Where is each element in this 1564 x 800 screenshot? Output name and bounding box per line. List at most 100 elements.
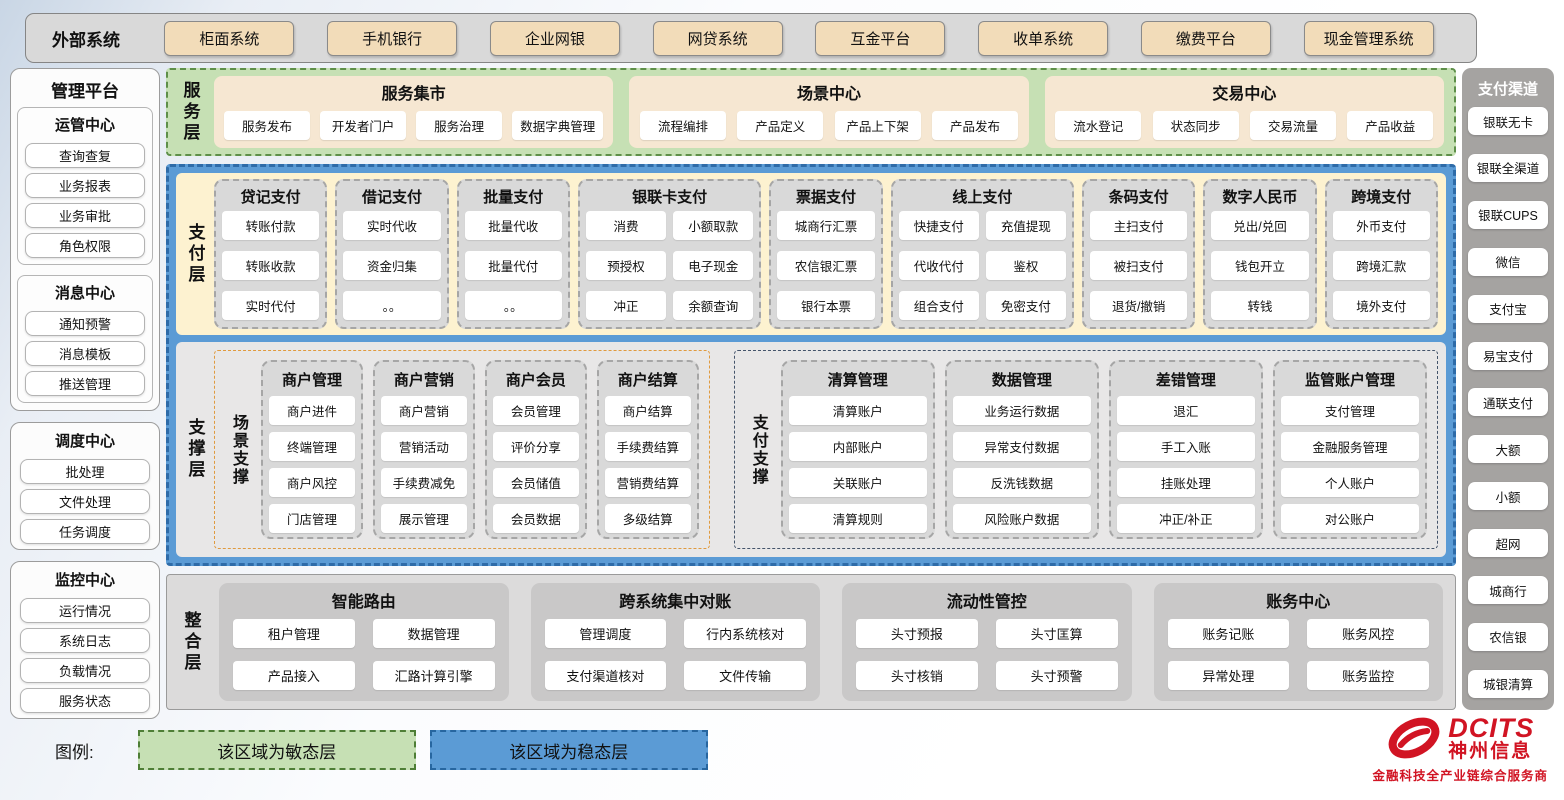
support-column-title: 商户管理 (281, 372, 342, 389)
support-item: 挂账处理 (1116, 468, 1255, 497)
service-item: 产品收益 (1347, 110, 1434, 140)
service-item: 流程编排 (639, 110, 726, 140)
sidebar-item: 文件处理 (20, 489, 150, 514)
support-item: 手续费结算 (604, 432, 691, 461)
payment-item: 消费 (585, 211, 667, 240)
support-column-items: 商户结算手续费结算营销费结算多级结算 (604, 396, 691, 533)
support-column-items: 会员管理评价分享会员储值会员数据 (492, 396, 579, 533)
support-item: 冲正/补正 (1116, 504, 1255, 533)
integration-groups: 智能路由租户管理数据管理产品接入汇路计算引擎跨系统集中对账管理调度行内系统核对支… (219, 583, 1443, 701)
payment-column: 跨境支付外币支付跨境汇款境外支付 (1324, 179, 1438, 329)
payment-item: 快捷支付 (898, 211, 979, 240)
payment-channel-node: 大额 (1468, 435, 1548, 464)
sidebar-item: 任务调度 (20, 519, 150, 544)
payment-item: 转钱 (1211, 291, 1309, 320)
payment-channel-node: 城商行 (1468, 576, 1548, 605)
payment-item: 预授权 (585, 251, 667, 280)
dcits-logo-text: DCITS 神州信息 (1448, 714, 1534, 762)
sidebar-item: 业务报表 (25, 173, 145, 198)
service-item: 状态同步 (1152, 110, 1239, 140)
service-group: 场景中心流程编排产品定义产品上下架产品发布 (629, 76, 1029, 148)
management-platform-title: 管理平台 (51, 82, 119, 101)
payment-channel-node: 小额 (1468, 482, 1548, 511)
payment-column-items: 城商行汇票农信银汇票银行本票 (777, 211, 875, 320)
service-item: 数据字典管理 (512, 110, 604, 140)
support-item: 支付管理 (1280, 396, 1420, 425)
payment-column: 借记支付实时代收资金归集。。 (335, 179, 449, 329)
integration-group: 账务中心账务记账账务风控异常处理账务监控 (1153, 583, 1443, 701)
service-item: 开发者门户 (320, 110, 407, 140)
support-section-label: 支付支撑 (749, 413, 767, 486)
integration-group: 流动性管控头寸预报头寸匡算头寸核销头寸预警 (842, 583, 1132, 701)
service-item: 产品定义 (737, 110, 824, 140)
sidebar-item: 推送管理 (25, 371, 145, 396)
support-item: 会员储值 (492, 468, 579, 497)
sidebar-item: 批处理 (20, 459, 150, 484)
payment-column: 线上支付快捷支付充值提现代收代付鉴权组合支付免密支付 (890, 179, 1075, 329)
support-item: 终端管理 (269, 432, 355, 461)
payment-column-title: 数字人民币 (1222, 189, 1298, 206)
payment-item: 组合支付 (898, 291, 979, 320)
support-column: 差错管理退汇手工入账挂账处理冲正/补正 (1108, 360, 1263, 539)
payment-channel-node: 银联CUPS (1468, 200, 1548, 229)
support-item: 个人账户 (1280, 468, 1420, 497)
payment-column-title: 借记支付 (361, 189, 422, 206)
support-column: 商户会员会员管理评价分享会员储值会员数据 (484, 360, 587, 539)
footer: 图例: 该区域为敏态层 该区域为稳态层 DCITS 神州信息 金融科技全产业链综… (0, 712, 1564, 800)
support-column-items: 支付管理金融服务管理个人账户对公账户 (1280, 396, 1420, 533)
layers-column: 服务层 服务集市服务发布开发者门户服务治理数据字典管理场景中心流程编排产品定义产… (166, 68, 1456, 710)
support-sections: 场景支撑商户管理商户进件终端管理商户风控门店管理商户营销商户营销营销活动手续费减… (214, 350, 1438, 549)
payment-item: 外币支付 (1332, 211, 1430, 240)
payment-channel-node: 银联无卡 (1468, 107, 1548, 135)
logo-tagline: 金融科技全产业链综合服务商 (1372, 769, 1548, 784)
integration-group-title: 流动性管控 (946, 594, 1027, 611)
payment-column: 贷记支付转账付款转账收款实时代付 (214, 179, 328, 329)
integration-item: 账务记账 (1167, 619, 1290, 649)
payment-item: 充值提现 (985, 211, 1067, 240)
payment-column-title: 票据支付 (795, 189, 856, 206)
logo-chinese-name: 神州信息 (1448, 741, 1533, 763)
payment-column-items: 外币支付跨境汇款境外支付 (1332, 211, 1430, 320)
integration-item: 租户管理 (233, 619, 355, 649)
dcits-logo: DCITS 神州信息 金融科技全产业链综合服务商 (1372, 714, 1548, 784)
support-column-title: 监管账户管理 (1304, 372, 1395, 389)
management-platform-sidebar: 管理平台 运管中心查询查复业务报表业务审批角色权限消息中心通知预警消息模板推送管… (10, 68, 160, 719)
payment-column-title: 条码支付 (1108, 189, 1169, 206)
sidebar-item: 通知预警 (25, 311, 145, 336)
support-item: 风险账户数据 (952, 504, 1091, 533)
support-item: 会员数据 (492, 504, 579, 533)
integration-item: 账务风控 (1307, 619, 1429, 649)
payment-channel-node: 超网 (1468, 529, 1548, 558)
integration-item: 数据管理 (372, 619, 495, 649)
external-system-node: 手机银行 (327, 20, 458, 56)
support-item: 商户结算 (604, 396, 691, 425)
dcits-swirl-icon (1388, 717, 1440, 759)
payment-item: 余额查询 (673, 291, 754, 320)
sidebar-item: 服务状态 (20, 688, 150, 713)
payment-column-title: 银联卡支付 (632, 189, 708, 206)
payment-item: 冲正 (585, 291, 667, 320)
payment-channels-title: 支付渠道 (1477, 81, 1538, 98)
payment-channel-node: 易宝支付 (1468, 341, 1548, 370)
payment-item: 农信银汇票 (777, 251, 875, 280)
integration-item: 行内系统核对 (684, 619, 806, 649)
service-layer-label: 服务层 (180, 80, 200, 144)
payment-item: 境外支付 (1332, 291, 1430, 320)
service-group-items: 流水登记状态同步交易流量产品收益 (1055, 108, 1434, 142)
payment-channel-node: 支付宝 (1468, 294, 1548, 323)
support-item: 商户风控 (269, 468, 355, 497)
payment-item: 退货/撤销 (1090, 291, 1188, 320)
service-item: 服务治理 (416, 110, 503, 140)
service-group-items: 流程编排产品定义产品上下架产品发布 (639, 108, 1018, 142)
support-item: 对公账户 (1280, 504, 1420, 533)
support-item: 会员管理 (492, 396, 579, 425)
integration-group-title: 跨系统集中对账 (619, 594, 732, 611)
integration-item: 头寸预报 (856, 619, 978, 649)
legend-label: 图例: (55, 742, 94, 762)
integration-group: 跨系统集中对账管理调度行内系统核对支付渠道核对文件传输 (530, 583, 820, 701)
support-item: 门店管理 (269, 504, 355, 533)
external-system-node: 现金管理系统 (1303, 20, 1434, 56)
payment-channel-node: 城银清算 (1468, 669, 1548, 698)
payment-item: 。。 (343, 291, 441, 320)
